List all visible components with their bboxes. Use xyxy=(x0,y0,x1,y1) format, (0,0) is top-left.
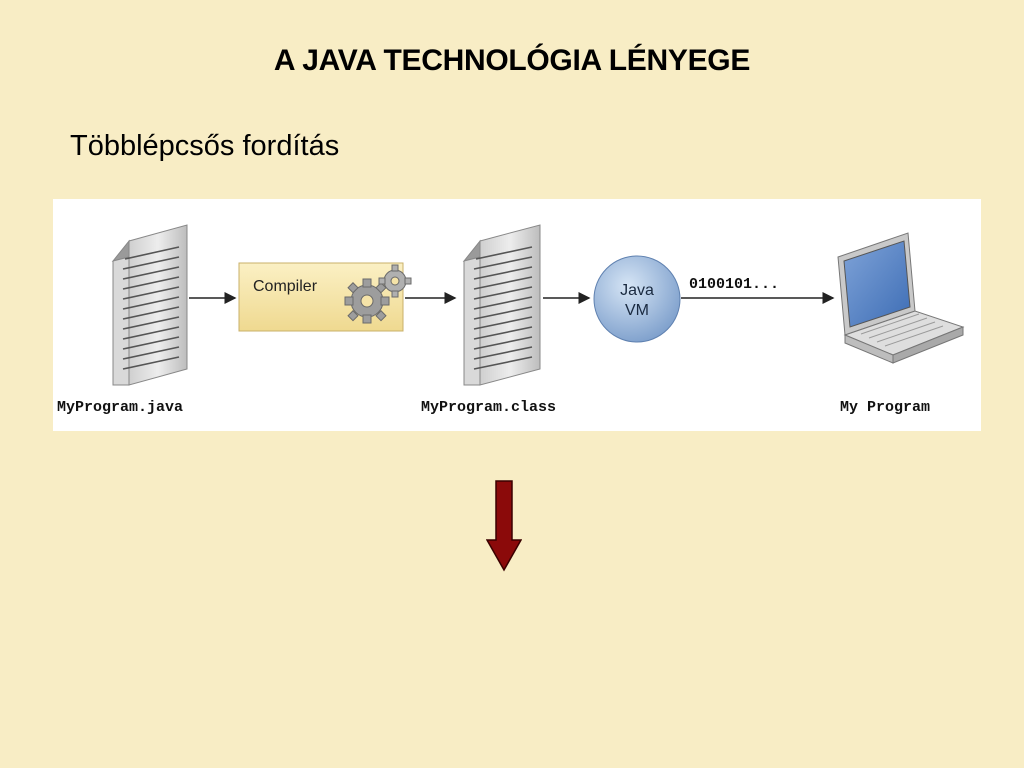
program-label: My Program xyxy=(840,399,930,416)
binary-label: 0100101... xyxy=(689,276,779,293)
slide-subtitle: Többlépcsős fordítás xyxy=(70,130,340,162)
class-document-icon xyxy=(462,224,541,386)
java-vm-circle xyxy=(593,255,681,343)
slide-title: A JAVA TECHNOLÓGIA LÉNYEGE xyxy=(273,44,751,77)
class-file-label: MyProgram.class xyxy=(421,399,556,416)
gears-icon xyxy=(344,264,412,324)
source-document-icon xyxy=(111,224,188,386)
compiler-label: Compiler xyxy=(253,278,318,295)
java-compilation-diagram: Compiler xyxy=(53,199,981,431)
vm-label-java: Java xyxy=(620,282,654,299)
vm-label-vm: VM xyxy=(625,302,649,319)
down-arrow-icon xyxy=(486,480,522,572)
laptop-icon xyxy=(837,232,965,364)
source-file-label: MyProgram.java xyxy=(57,399,183,416)
